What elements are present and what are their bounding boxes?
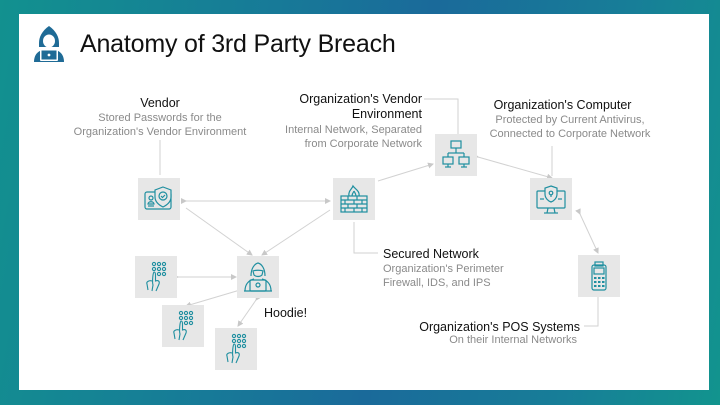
- vendor-env-title: Organization's Vendor Environment: [299, 92, 422, 121]
- computer-node[interactable]: [530, 178, 572, 220]
- page-title: Anatomy of 3rd Party Breach: [80, 30, 396, 58]
- keypad-node-2[interactable]: [162, 305, 204, 347]
- vendor-env-node[interactable]: [435, 134, 477, 176]
- keypad-touch-icon: [226, 333, 247, 364]
- keypad-touch-icon: [173, 310, 194, 341]
- vendor-subtitle: Stored Passwords for the Organization's …: [73, 112, 247, 138]
- computer-subtitle: Protected by Current Antivirus, Connecte…: [489, 114, 651, 140]
- pos-terminal-icon: [591, 261, 607, 291]
- pos-subtitle: On their Internal Networks: [449, 334, 577, 346]
- vendor-title: Vendor: [140, 96, 180, 110]
- firewall-subtitle: Organization's Perimeter Firewall, IDS, …: [383, 263, 504, 289]
- keypad-touch-icon: [146, 261, 167, 292]
- pos-title: Organization's POS Systems: [419, 320, 580, 334]
- pos-node[interactable]: [578, 255, 620, 297]
- keypad-node-3[interactable]: [215, 328, 257, 370]
- firewall-node[interactable]: [333, 178, 375, 220]
- hacker-title: Hoodie!: [264, 306, 308, 320]
- keypad-node-1[interactable]: [135, 256, 177, 298]
- network-computers-icon: [442, 140, 470, 168]
- firewall-icon: [340, 184, 368, 213]
- id-card-shield-icon: [144, 186, 172, 210]
- vendor-env-subtitle: Internal Network, Separated from Corpora…: [285, 124, 422, 150]
- firewall-title: Secured Network: [383, 247, 479, 261]
- vendor-node[interactable]: [138, 178, 180, 220]
- hacker-icon: [244, 262, 272, 292]
- hacker-node[interactable]: [237, 256, 279, 298]
- secure-monitor-icon: [536, 185, 566, 214]
- computer-title: Organization's Computer: [493, 98, 632, 112]
- hacker-logo-icon: [34, 26, 64, 62]
